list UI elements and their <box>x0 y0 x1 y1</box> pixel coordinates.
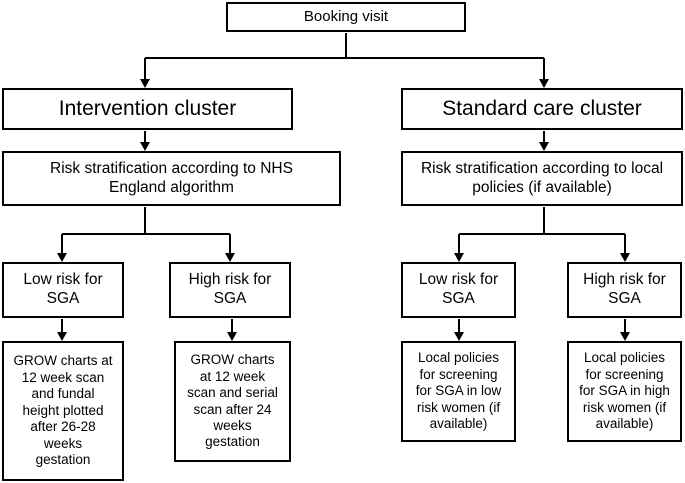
arrowhead-intervention-risk <box>140 142 150 151</box>
standard-low-risk-detail-node: Local policies for screening for SGA in … <box>401 341 516 442</box>
intervention-high-risk-node: High risk for SGA <box>169 262 291 318</box>
standard-risk-stratification-node: Risk stratification according to local p… <box>401 151 683 206</box>
arrowhead-std-low <box>454 253 464 262</box>
arrowhead-standard <box>539 79 549 88</box>
arrowhead-int-high-detail <box>227 332 237 341</box>
arrowhead-int-low <box>57 253 67 262</box>
intervention-risk-stratification-node: Risk stratification according to NHS Eng… <box>2 151 341 206</box>
intervention-high-risk-detail-node: GROW charts at 12 week scan and serial s… <box>174 341 291 462</box>
arrowhead-int-low-detail <box>57 332 67 341</box>
arrowhead-int-high <box>225 253 235 262</box>
standard-care-cluster-node: Standard care cluster <box>401 88 683 130</box>
arrowhead-std-high <box>620 253 630 262</box>
standard-high-risk-node: High risk for SGA <box>567 262 682 318</box>
booking-visit-node: Booking visit <box>226 2 466 32</box>
standard-low-risk-node: Low risk for SGA <box>401 262 516 318</box>
arrowhead-standard-risk <box>539 142 549 151</box>
arrowhead-std-low-detail <box>454 332 464 341</box>
intervention-low-risk-node: Low risk for SGA <box>2 262 124 318</box>
standard-high-risk-detail-node: Local policies for screening for SGA in … <box>567 341 682 442</box>
arrowhead-std-high-detail <box>620 332 630 341</box>
arrowhead-intervention <box>140 79 150 88</box>
intervention-low-risk-detail-node: GROW charts at 12 week scan and fundal h… <box>2 341 124 481</box>
intervention-cluster-node: Intervention cluster <box>2 88 293 130</box>
